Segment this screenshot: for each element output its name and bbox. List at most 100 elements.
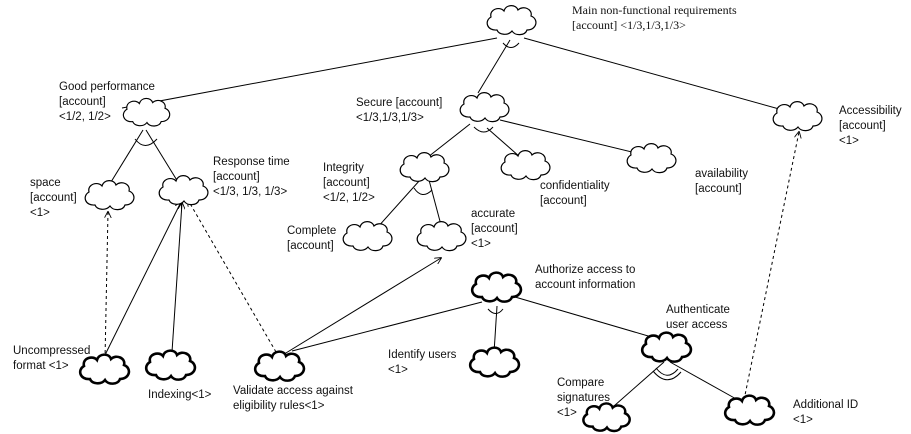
label-line: [account] [839,120,886,132]
contribution-edges [105,132,799,401]
and-arcs [134,42,682,381]
label-line: <1> [471,238,491,250]
label-line: [account] [540,195,587,207]
label-line: Identify users [388,349,457,361]
edge-authn-addid [669,361,739,401]
edge-validate-accurate [280,258,441,357]
label-line: Main non-functional requirements [572,3,737,17]
label-line: [account] <1/3,1/3,1/3> [572,18,686,32]
cloud-authz [470,271,523,303]
edge-perf-resp [145,129,179,183]
edge-authn-compare [613,361,665,407]
cloud-complete [342,221,393,252]
label-line: account information [535,279,636,291]
cloud-accurate [416,221,467,252]
label-identify-users: Identify users <1> [388,348,456,378]
label-confidentiality: confidentiality [account] [540,179,610,209]
label-space: space [account] <1> [30,176,77,221]
label-line: Authenticate [666,304,730,316]
label-line: user access [666,319,728,331]
label-line: <1> [30,207,50,219]
label-good-performance: Good performance [account] <1/2, 1/2> [59,80,155,125]
label-accessibility: Accessibility [account] <1> [839,104,902,149]
edge-integ-accurate [428,179,442,226]
label-line: Accessibility [839,105,902,117]
edge-integ-complete [376,179,421,229]
and-arc-integ [413,187,433,195]
edge-secure-conf [486,127,521,158]
label-main-requirements: Main non-functional requirements [accoun… [572,3,737,33]
edge-uncomp-resp [101,202,181,362]
label-line: Validate access against [233,385,353,397]
label-line: Secure [account] [356,97,443,109]
label-line: space [30,177,61,189]
label-line: eligibility rules<1> [233,400,325,412]
and-arc-secure [473,126,494,133]
label-validate: Validate access against eligibility rule… [233,384,353,414]
label-secure: Secure [account] <1/3,1/3,1/3> [356,96,442,126]
cloud-avail [626,143,677,174]
label-line: <1> [388,364,408,376]
label-line: [account] [30,192,77,204]
label-line: Complete [287,225,337,237]
label-line: Good performance [59,81,155,93]
edge-secure-avail [499,119,641,155]
cloud-validate [253,350,306,382]
label-authorize-access: Authorize access to account information [535,263,635,293]
label-line: <1/2, 1/2> [59,111,111,123]
label-additional-id: Additional ID <1> [793,398,858,428]
and-arc-main [502,42,520,48]
label-line: <1> [793,414,813,426]
and-arc-authz [487,308,504,314]
cloud-resp [158,175,209,206]
label-accurate: accurate [account] <1> [471,207,518,252]
label-complete: Complete [account] [287,224,336,254]
label-line: [account] [213,171,260,183]
and-arc-authn-1 [655,367,679,376]
cloud-secure [459,92,510,123]
edge-main-secure [477,39,511,94]
label-line: <1> [557,407,577,419]
edge-index-resp [171,203,182,353]
cloud-access [772,101,823,132]
edge-authz-authn [514,296,656,339]
label-line: Additional ID [793,399,859,411]
label-integrity: Integrity [account] <1/2, 1/2> [323,161,375,206]
and-arc-perf [134,138,158,146]
label-line: [account] [323,177,370,189]
label-line: [account] [471,223,518,235]
label-uncompressed: Uncompressed format <1> [13,344,90,374]
cloud-conf [500,150,551,181]
label-line: [account] [695,183,742,195]
cloud-space [84,180,135,211]
label-line: signatures [557,392,611,404]
label-line: Indexing<1> [148,389,212,401]
edge-authz-validate [291,301,483,352]
label-line: Uncompressed [13,345,91,357]
edge-perf-space [110,129,144,183]
label-line: <1> [839,135,859,147]
label-line: Authorize access to [535,264,636,276]
label-line: [account] [59,96,106,108]
label-authenticate: Authenticate user access [666,303,730,333]
edge-addid-access [743,132,799,401]
label-line: Response time [213,156,290,168]
label-response-time: Response time [account] <1/3, 1/3, 1/3> [213,155,290,200]
label-line: [account] [287,240,334,252]
edge-main-access [523,37,791,113]
cloud-main [486,5,537,36]
edge-uncomp-space [105,212,108,360]
cloud-index [144,349,197,381]
edge-main-perf [121,37,498,109]
label-line: Compare [557,377,605,389]
label-line: <1/3,1/3,1/3> [356,112,424,124]
label-compare-signatures: Compare signatures <1> [557,376,610,421]
label-line: availability [695,168,749,180]
label-availability: availability [account] [695,167,748,197]
label-line: accurate [471,208,516,220]
cloud-integ [399,152,450,183]
label-line: confidentiality [540,180,610,192]
label-indexing: Indexing<1> [148,388,211,403]
label-line: Integrity [323,162,364,174]
